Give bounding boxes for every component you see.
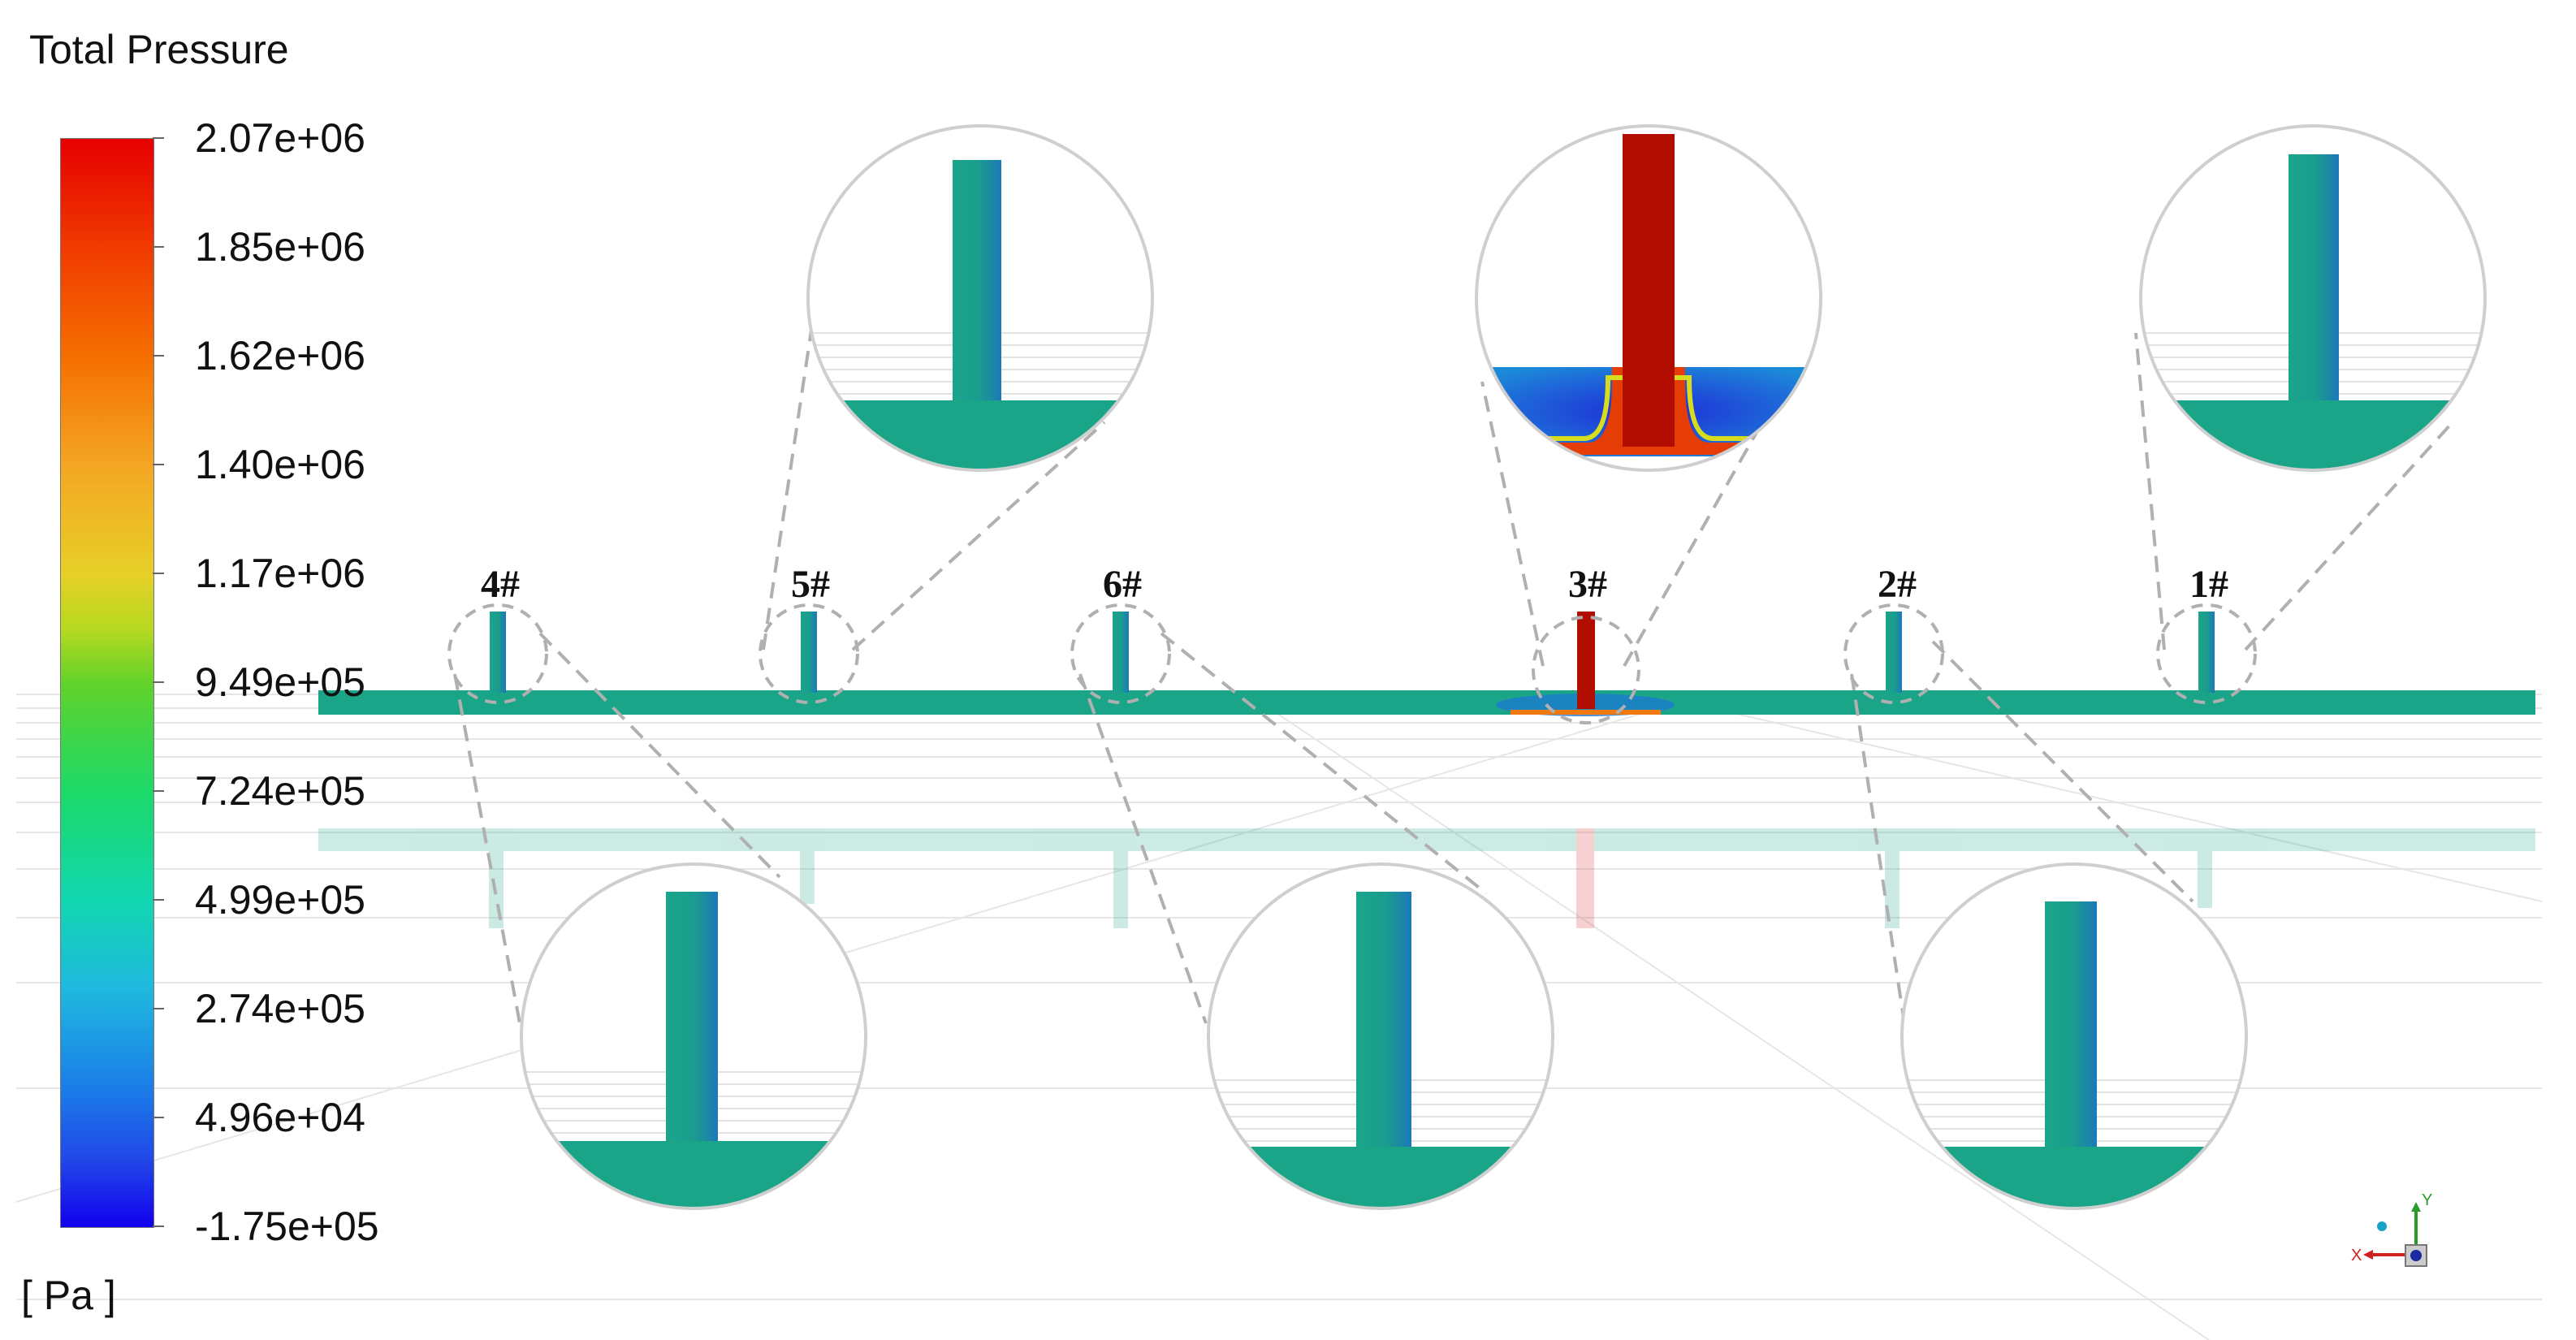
port-label-6: 6# (1103, 563, 1142, 606)
scale-tick-label: 1.40e+06 (195, 442, 365, 487)
zoom-circle-3 (1475, 124, 1822, 472)
zoom-circle-1 (2139, 124, 2487, 472)
selection-circles (447, 603, 2257, 724)
scale-tick-mark (153, 1008, 164, 1009)
scale-tick-label: 1.85e+06 (195, 224, 365, 270)
scale-tick-label: 1.62e+06 (195, 333, 365, 378)
scale-tick-mark (153, 681, 164, 683)
leader-lines (453, 324, 2454, 1024)
port-label-4: 4# (481, 563, 520, 606)
scale-tick-mark (153, 1117, 164, 1118)
legend-title: Total Pressure (29, 27, 289, 72)
branch-4 (490, 612, 506, 693)
legend-unit: [ Pa ] (21, 1273, 116, 1318)
scale-tick-mark (153, 899, 164, 901)
main-pipe (318, 690, 2535, 716)
branch-2 (1886, 612, 1902, 693)
scale-tick-label: -1.75e+05 (195, 1204, 379, 1249)
branch-6 (1113, 612, 1129, 693)
port-label-3: 3# (1568, 563, 1607, 606)
axis-x-label: X (2351, 1247, 2362, 1264)
branch-1 (2198, 612, 2215, 693)
zoom-circle-6 (1207, 862, 1554, 1210)
scale-tick-label: 2.74e+05 (195, 986, 365, 1031)
port-label-2: 2# (1878, 563, 1917, 606)
scale-tick-label: 4.96e+04 (195, 1095, 365, 1140)
zoom-circle-4 (520, 862, 867, 1210)
scale-tick-label: 9.49e+05 (195, 659, 365, 705)
scale-tick-mark (153, 137, 164, 139)
scale-tick-mark (153, 1225, 164, 1227)
zoom-circle-5 (806, 124, 1154, 472)
scale-tick-label: 4.99e+05 (195, 877, 365, 923)
scale-tick-label: 2.07e+06 (195, 115, 365, 161)
scale-tick-mark (153, 573, 164, 574)
branch-pipes (490, 612, 2215, 709)
branch-3 (1577, 612, 1595, 709)
scale-tick-mark (153, 464, 164, 465)
scale-tick-label: 7.24e+05 (195, 768, 365, 814)
scale-tick-mark (153, 790, 164, 792)
port-label-1: 1# (2189, 563, 2228, 606)
zoom-circle-2 (1900, 862, 2248, 1210)
scale-tick-mark (153, 355, 164, 357)
axes-triad-icon: Y X (2351, 1191, 2432, 1267)
scale-tick-mark (153, 246, 164, 248)
branch-5 (801, 612, 817, 693)
scale-tick-label: 1.17e+06 (195, 551, 365, 596)
axis-y-label: Y (2422, 1191, 2432, 1209)
color-scale-bar (60, 138, 154, 1228)
port-label-5: 5# (791, 563, 830, 606)
